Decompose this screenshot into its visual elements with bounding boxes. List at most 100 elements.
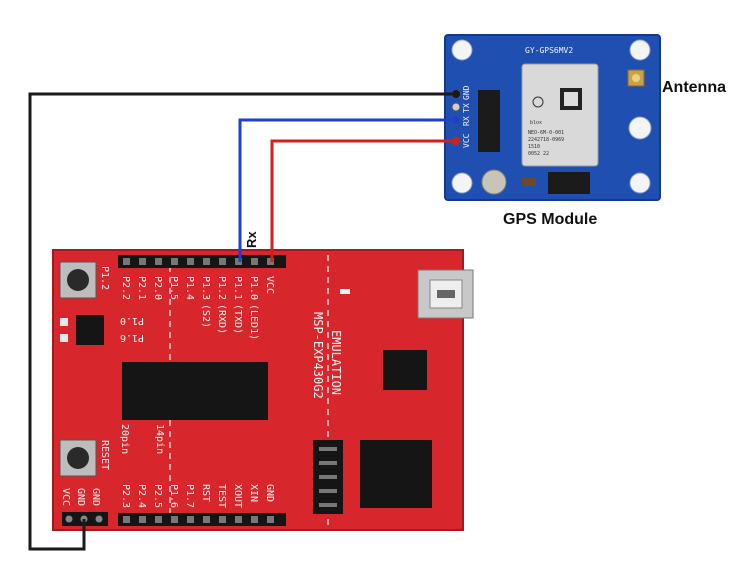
gps-chip-line: 2242718-0969 <box>528 137 564 143</box>
top-pin-label: P2.1 <box>136 276 147 300</box>
left-pin-label: GND <box>90 488 101 506</box>
gps-module: GY-GPS6MV2 blox NEO-6M-0-001 2242718-096… <box>444 34 661 201</box>
gps-antenna-center <box>632 74 640 82</box>
pin-note-txd: (TXD) <box>232 304 243 334</box>
emulation-chip <box>383 350 427 390</box>
launchpad-board: VCC P1.0 P1.1 P1.2 P1.3 P1.4 P1.5 P2.0 P… <box>52 249 474 531</box>
pin-note-rxd: (RXD) <box>216 304 227 334</box>
gps-chip-logo-icon <box>532 96 544 108</box>
header-pin <box>139 258 146 265</box>
bottom-pin-label: P1.7 <box>184 484 195 508</box>
gps-chip-line: 0052 22 <box>528 151 549 157</box>
left-pin-label: VCC <box>60 488 71 506</box>
gps-chip-qr-inner <box>564 92 578 106</box>
led-jumper[interactable] <box>60 318 68 326</box>
gps-pin-label: RX <box>462 116 471 126</box>
s2-button-label: P1.2 <box>99 266 110 290</box>
top-pin-label: P1.0 <box>248 276 259 300</box>
top-pin-label: P2.2 <box>120 276 131 300</box>
led-jumper-header <box>76 315 104 345</box>
bottom-pin-label: RST <box>200 484 211 502</box>
led-jumper[interactable] <box>60 334 68 342</box>
header-pin <box>251 258 258 265</box>
pin-count-20: 20pin <box>119 424 130 454</box>
header-pin <box>267 516 274 523</box>
header-pin <box>235 516 242 523</box>
header-pin <box>187 516 194 523</box>
header-pin <box>203 516 210 523</box>
header-pin <box>171 258 178 265</box>
gps-chip-line: NEO-6M-0-001 <box>528 130 564 136</box>
gps-module-label: GPS Module <box>503 211 597 228</box>
board-model: MSP-EXP430G2 <box>311 312 325 399</box>
gps-chip-line: 1510 <box>528 144 540 150</box>
gps-model-label: GY-GPS6MV2 <box>525 46 573 55</box>
reset-button-label: RESET <box>99 440 110 470</box>
antenna-label: Antenna <box>662 79 726 96</box>
bottom-pin-label: P2.3 <box>120 484 131 508</box>
header-pin <box>187 258 194 265</box>
jtag-pins <box>319 447 337 507</box>
top-pin-label: P1.5 <box>168 276 179 300</box>
top-pin-label: P1.4 <box>184 276 195 300</box>
gps-mount-hole <box>451 39 473 61</box>
header-pin <box>219 516 226 523</box>
wire-vcc <box>270 139 452 262</box>
header-pin <box>203 258 210 265</box>
header-pin <box>171 516 178 523</box>
header-pin <box>123 258 130 265</box>
board-title: EMULATION <box>329 330 343 395</box>
gps-battery <box>481 169 507 195</box>
wire-end <box>452 137 460 145</box>
bottom-pin-label: XOUT <box>232 484 243 508</box>
pin-note-s2: (S2) <box>200 304 211 328</box>
pin-count-14: 14pin <box>154 424 165 454</box>
p1-label: P1.6 <box>120 332 144 343</box>
power-pin-vcc <box>65 515 73 523</box>
gps-chip-brand: blox <box>530 120 542 126</box>
mcu-chip <box>122 362 268 420</box>
top-pin-label: VCC <box>264 276 275 294</box>
header-pin <box>123 516 130 523</box>
gps-mount-hole <box>628 116 652 140</box>
gps-pin-label: VCC <box>462 133 471 148</box>
power-led <box>340 289 350 294</box>
top-pin-label: P1.3 <box>200 276 211 300</box>
header-pin <box>155 516 162 523</box>
bottom-pin-label: P2.4 <box>136 484 147 508</box>
gps-resistor <box>522 178 536 186</box>
emulation-chip-large <box>360 440 432 508</box>
left-pin-label: GND <box>75 488 86 506</box>
gps-mount-hole <box>629 172 651 194</box>
bottom-pin-label: XIN <box>248 484 259 502</box>
top-pin-label: P2.0 <box>152 276 163 300</box>
bottom-pin-label: TEST <box>216 484 227 508</box>
gps-ic <box>548 172 590 194</box>
usb-connector <box>417 269 474 319</box>
top-pin-label: P1.2 <box>216 276 227 300</box>
header-pin <box>251 516 258 523</box>
p1-label: P1.0 <box>120 315 144 326</box>
gps-pin-tx <box>451 102 461 112</box>
top-pin-label: P1.1 <box>232 276 243 300</box>
wire-gnd <box>28 92 452 551</box>
gps-regulator <box>478 90 500 152</box>
header-pin <box>139 516 146 523</box>
wire-rx <box>238 118 452 262</box>
s2-button[interactable] <box>59 261 97 299</box>
power-pin-gnd <box>95 515 103 523</box>
reset-button[interactable] <box>59 439 97 477</box>
wire-end <box>452 90 460 98</box>
header-pin <box>219 258 226 265</box>
bottom-pin-label: P1.6 <box>168 484 179 508</box>
bottom-header-pins <box>123 516 274 523</box>
gps-mount-hole <box>629 39 651 61</box>
pin-note-led1: (LED1) <box>248 304 259 340</box>
gps-pin-label: TX <box>462 103 471 113</box>
bottom-pin-label: P2.5 <box>152 484 163 508</box>
wire-end <box>452 116 460 124</box>
header-pin <box>155 258 162 265</box>
bottom-pin-label: GND <box>264 484 275 502</box>
rx-label: Rx <box>244 231 259 248</box>
